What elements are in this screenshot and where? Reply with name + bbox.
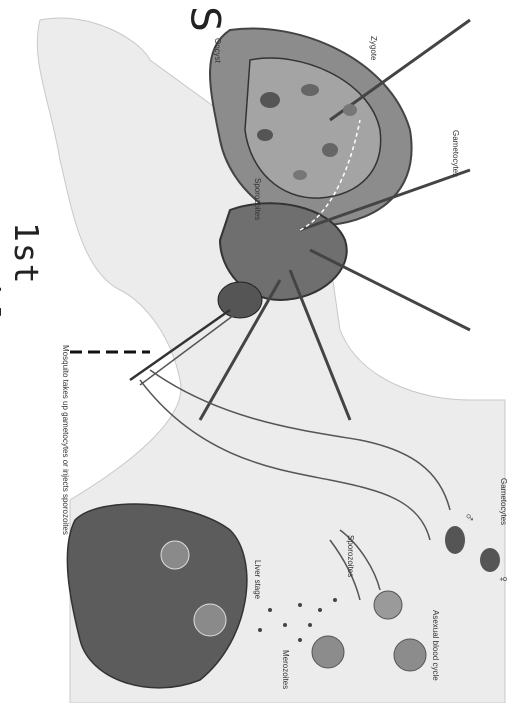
male-symbol: ♂: [462, 512, 478, 523]
asexual-cell: [312, 636, 344, 668]
liver: [67, 504, 247, 688]
label-sporozoites-bottom: Sporozoites: [346, 535, 355, 577]
label-asexual-cycle: Asexual blood cycle: [431, 610, 440, 670]
cut-off-heading: S: [182, 6, 228, 31]
gametocyte-cell: [445, 526, 465, 554]
label-sporozoites-top: Sporozoites: [253, 178, 262, 220]
merozoite-cell: [374, 591, 402, 619]
slide-title: 1st Problem: [6, 222, 44, 472]
label-liver-stage: Liver stage: [253, 560, 262, 599]
label-merozoites: Merozoites: [281, 650, 290, 689]
label-zygote: Zygote: [369, 36, 378, 60]
gametocyte-cell: [480, 548, 500, 572]
label-oocyst: Oocyst: [213, 38, 222, 63]
female-symbol: ♀: [496, 574, 512, 585]
label-mosquito-note: Mosquito takes up gametocytes or injects…: [61, 345, 70, 485]
asexual-cell: [394, 639, 426, 671]
label-gametocytes-bottom: Gametocytes: [499, 478, 508, 525]
slide-title-text: 1st Problem: [0, 222, 46, 368]
label-gametocytes-top: Gametocytes: [451, 130, 460, 177]
